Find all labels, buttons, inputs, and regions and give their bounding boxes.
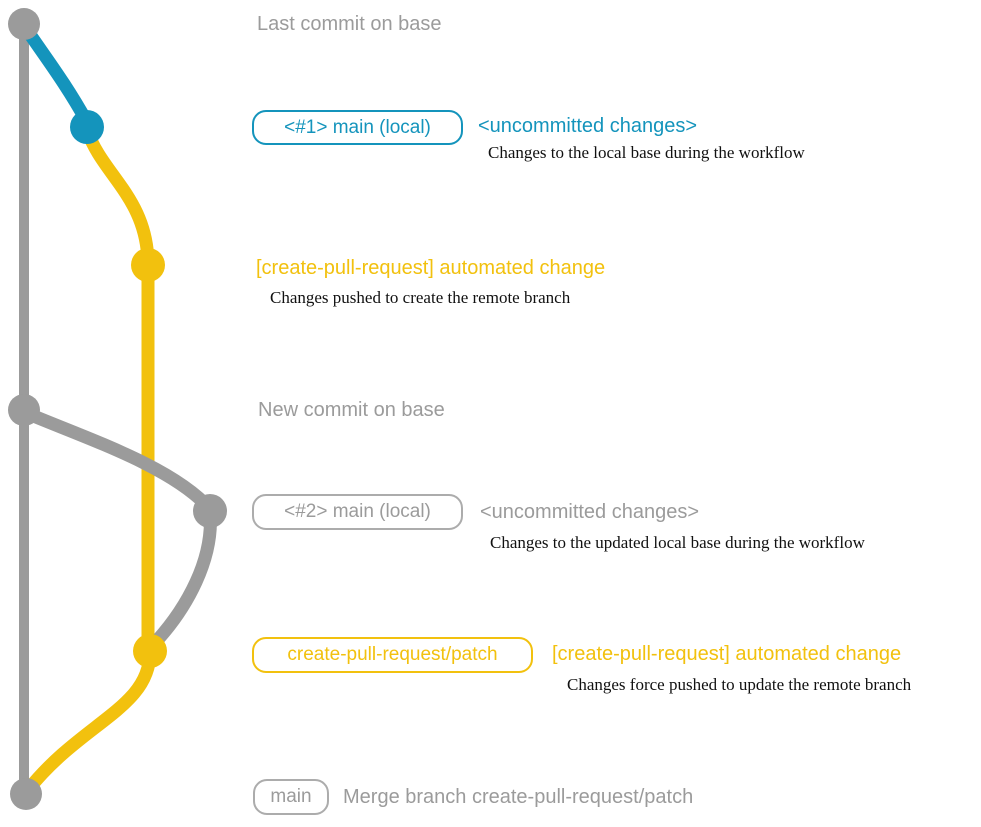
local-branch-curve-2b <box>145 505 217 653</box>
commit-node-automated-1 <box>131 248 165 282</box>
caption-local-base-changes-2: Changes to the updated local base during… <box>490 533 865 552</box>
annotation-last-commit-on-base: Last commit on base <box>257 13 442 35</box>
branch-badge-main-local-1: <#1> main (local) <box>252 110 463 145</box>
branch-badge-create-pull-request-patch: create-pull-request/patch <box>252 637 533 673</box>
local-branch-curve-1 <box>20 23 94 129</box>
annotation-new-commit-on-base: New commit on base <box>258 399 445 421</box>
commit-node-automated-2 <box>133 634 167 668</box>
status-uncommitted-changes-1: <uncommitted changes> <box>478 115 698 137</box>
commit-node-uncommitted-1 <box>70 110 104 144</box>
remote-branch-curve <box>80 123 155 658</box>
remote-merge-curve <box>21 645 157 797</box>
commit-message-automated-change-2: [create-pull-request] automated change <box>552 643 902 665</box>
caption-local-base-changes-1: Changes to the local base during the wor… <box>488 143 805 162</box>
git-graph <box>8 8 227 810</box>
commit-node-last-base <box>8 8 40 40</box>
commit-node-new-base <box>8 394 40 426</box>
branch-badge-main: main <box>253 779 329 815</box>
commit-node-uncommitted-2 <box>193 494 227 528</box>
local-branch-curve-2a <box>17 405 217 516</box>
status-uncommitted-changes-2: <uncommitted changes> <box>480 501 700 523</box>
commit-message-merge-branch: Merge branch create-pull-request/patch <box>343 786 694 808</box>
commit-node-merge <box>10 778 42 810</box>
branch-badge-main-local-2: <#2> main (local) <box>252 494 463 530</box>
caption-force-push-remote-branch: Changes force pushed to update the remot… <box>567 675 912 694</box>
commit-message-automated-change-1: [create-pull-request] automated change <box>256 257 606 279</box>
caption-push-create-remote-branch: Changes pushed to create the remote bran… <box>270 288 571 307</box>
